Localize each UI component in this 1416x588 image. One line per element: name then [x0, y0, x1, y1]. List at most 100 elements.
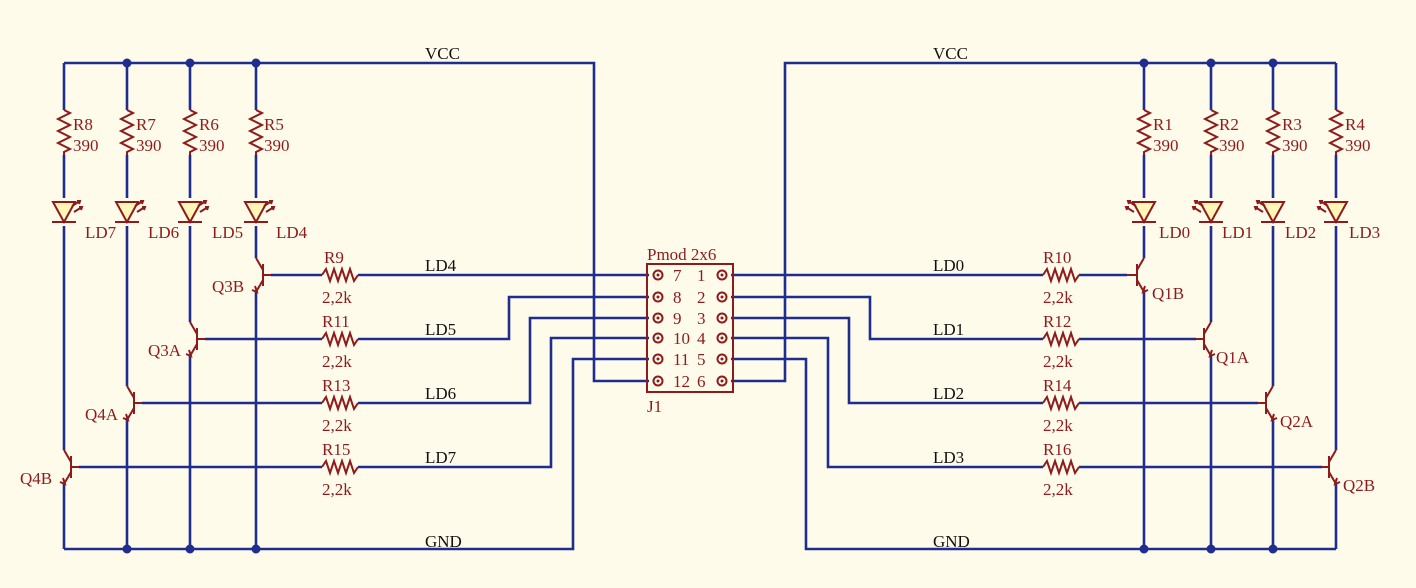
junctions: [122, 58, 1278, 554]
net-label-ld0: LD0: [933, 256, 964, 275]
pin-center: [720, 336, 724, 340]
ref-q3b: Q3B: [212, 277, 244, 296]
pin-3: 3: [697, 309, 706, 328]
ref-q3a: Q3A: [148, 341, 182, 360]
ref-r11: R11: [322, 312, 350, 331]
pin-2: 2: [697, 288, 706, 307]
ref-ld7: LD7: [85, 223, 117, 242]
junction-dot: [185, 58, 195, 68]
ref-q1b: Q1B: [1152, 284, 1184, 303]
vcc-right-rail: [731, 61, 1336, 383]
pin-12: 12: [673, 372, 690, 391]
ref-ld3: LD3: [1349, 223, 1380, 242]
transistor-q1b: [1127, 257, 1149, 294]
value-r11: 2,2k: [322, 352, 352, 371]
ref-q4b: Q4B: [20, 469, 52, 488]
connector-body: [646, 263, 734, 393]
pin-center: [656, 336, 660, 340]
pin-5: 5: [697, 350, 706, 369]
ref-q2b: Q2B: [1343, 476, 1375, 495]
net-ld7: [79, 336, 649, 469]
vcc-left-rail: [64, 61, 649, 383]
pin-center: [720, 379, 724, 383]
transistor-q4b: [59, 449, 79, 486]
net-label-gnd-left: GND: [425, 532, 462, 551]
transistors: [59, 257, 1341, 486]
base-resistors: [321, 265, 1080, 477]
net-label-gnd-right: GND: [933, 532, 970, 551]
net-ld5: [205, 295, 649, 341]
leds: [51, 200, 1349, 225]
resistor-r10: [1042, 265, 1080, 285]
value-r7: 390: [136, 136, 162, 155]
resistor-r8: [55, 109, 73, 155]
pin-center: [656, 273, 660, 277]
net-label-ld4: LD4: [425, 256, 457, 275]
net-ld1: [731, 295, 1196, 341]
junction-dot: [251, 58, 261, 68]
pin-center: [720, 357, 724, 361]
net-label-vcc-right: VCC: [933, 44, 968, 63]
led-ld1: [1191, 200, 1224, 225]
pin-center: [720, 316, 724, 320]
junction-dot: [185, 544, 195, 554]
pin-9: 9: [673, 309, 682, 328]
value-r10: 2,2k: [1043, 288, 1073, 307]
net-label-ld2: LD2: [933, 384, 964, 403]
pin-center: [720, 273, 724, 277]
resistor-r3: [1264, 109, 1282, 155]
junction-dot: [1206, 544, 1216, 554]
value-r9: 2,2k: [322, 288, 352, 307]
connector-j1: [646, 263, 734, 393]
pin-4: 4: [697, 329, 706, 348]
junction-dot: [122, 544, 132, 554]
net-label-ld5: LD5: [425, 320, 456, 339]
value-r14: 2,2k: [1043, 416, 1073, 435]
led-ld2: [1253, 200, 1286, 225]
ref-r14: R14: [1043, 376, 1072, 395]
ref-r16: R16: [1043, 440, 1071, 459]
value-r4: 390: [1345, 136, 1371, 155]
pin-center: [656, 357, 660, 361]
net-label-vcc-left: VCC: [425, 44, 460, 63]
value-r16: 2,2k: [1043, 480, 1073, 499]
pin-6: 6: [697, 372, 706, 391]
led-ld5: [177, 200, 210, 225]
labels: VCC VCC GND GND LD4 LD5 LD6 LD7 LD0 LD1 …: [20, 44, 1380, 551]
transistor-q3a: [185, 321, 205, 358]
ref-q1a: Q1A: [1216, 348, 1250, 367]
net-label-ld3: LD3: [933, 448, 964, 467]
ref-ld4: LD4: [276, 223, 308, 242]
pin-11: 11: [673, 350, 689, 369]
value-r5: 390: [264, 136, 290, 155]
pin-center: [656, 379, 660, 383]
value-r13: 2,2k: [322, 416, 352, 435]
ref-r7: R7: [136, 115, 156, 134]
ref-r5: R5: [264, 115, 284, 134]
ref-ld6: LD6: [148, 223, 179, 242]
ref-r2: R2: [1219, 115, 1239, 134]
ref-r13: R13: [322, 376, 350, 395]
ref-ld5: LD5: [212, 223, 243, 242]
ref-r3: R3: [1282, 115, 1302, 134]
resistor-r9: [321, 265, 359, 285]
led-ld4: [243, 200, 276, 225]
net-label-ld1: LD1: [933, 320, 964, 339]
pin-10: 10: [673, 329, 690, 348]
connector-value: Pmod 2x6: [647, 245, 716, 264]
transistor-q2a: [1258, 385, 1278, 422]
resistor-r11: [321, 329, 359, 349]
ref-ld1: LD1: [1222, 223, 1253, 242]
ref-r6: R6: [199, 115, 219, 134]
junction-dot: [1139, 544, 1149, 554]
resistor-r15: [321, 457, 359, 477]
value-r2: 390: [1219, 136, 1245, 155]
net-ld3: [731, 336, 1322, 469]
led-ld7: [51, 200, 84, 225]
value-r15: 2,2k: [322, 480, 352, 499]
ref-r12: R12: [1043, 312, 1071, 331]
resistor-r13: [321, 393, 359, 413]
pin-7: 7: [673, 266, 682, 285]
value-r1: 390: [1153, 136, 1179, 155]
